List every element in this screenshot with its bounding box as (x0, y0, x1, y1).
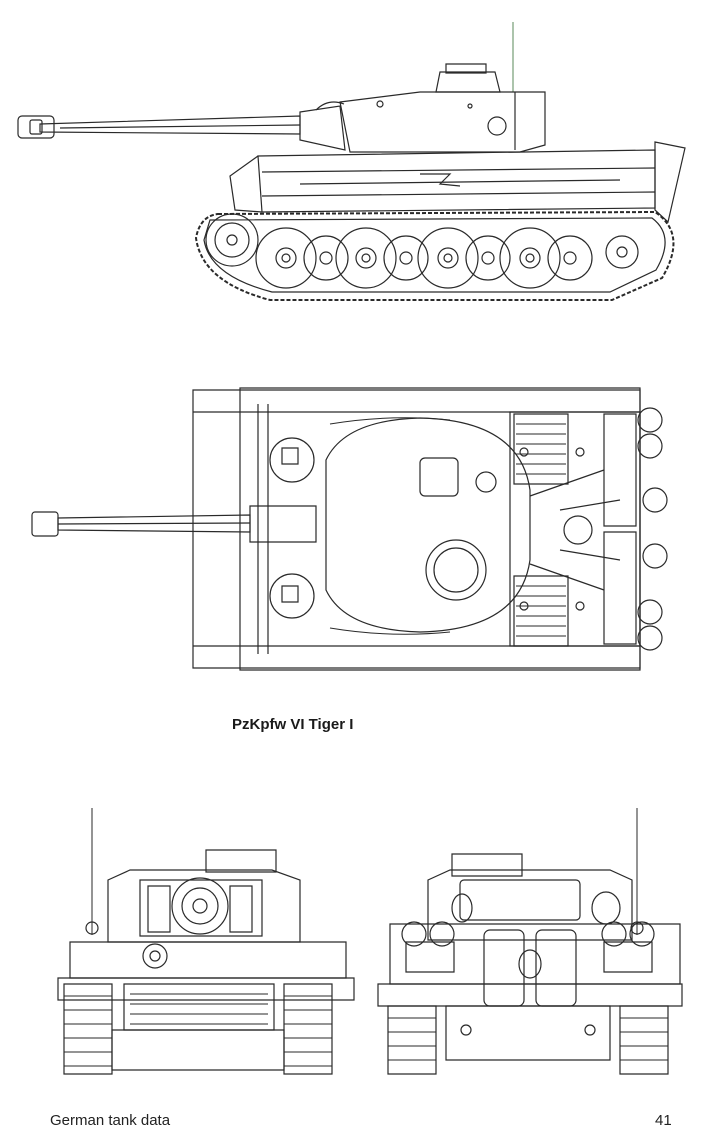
running-footer-title: German tank data (50, 1112, 171, 1129)
page-number: 41 (655, 1112, 672, 1129)
figure-caption: PzKpfw VI Tiger I (232, 716, 354, 733)
